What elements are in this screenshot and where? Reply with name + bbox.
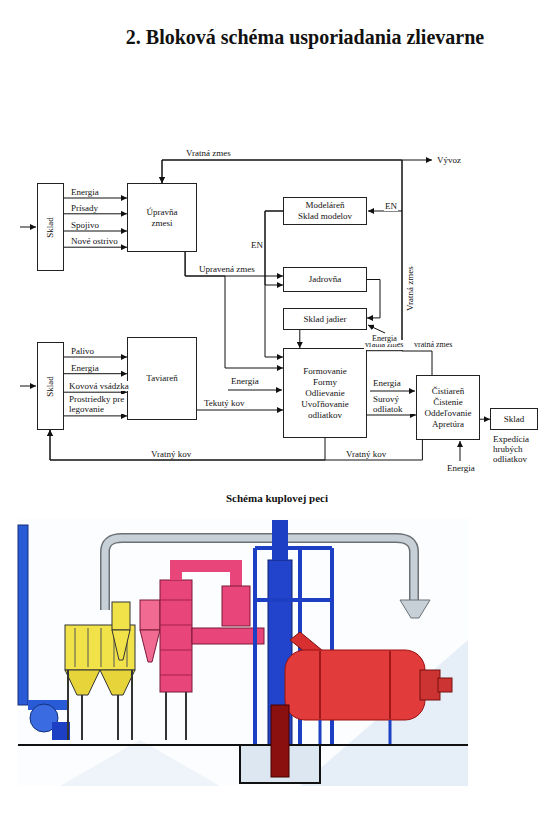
flow-arrow bbox=[64, 231, 127, 232]
node-text: Formovanie bbox=[303, 366, 347, 377]
node-text: Sklad bbox=[45, 376, 56, 397]
storage-box: Sklad bbox=[37, 342, 64, 430]
flow-arrow bbox=[367, 415, 416, 416]
flow-label: Spojivo bbox=[70, 220, 100, 230]
flow-arrow bbox=[64, 357, 127, 358]
flow-label: Prísady bbox=[70, 203, 99, 213]
flow-label: Palivo bbox=[70, 346, 95, 356]
flow-arrow bbox=[367, 280, 380, 318]
node-text: Taviareň bbox=[146, 373, 177, 384]
flow-arrow bbox=[480, 419, 490, 420]
node-text: Modeláreň bbox=[306, 200, 345, 211]
text-label: Energia bbox=[372, 378, 402, 388]
flow-arrow bbox=[265, 211, 283, 285]
flow-label: Energia bbox=[70, 187, 100, 197]
flow-label: vratná zmes bbox=[413, 340, 453, 350]
flow-arrow bbox=[64, 415, 127, 416]
flow-label: Vratný kov bbox=[150, 449, 192, 459]
node-text: Odlievanie bbox=[305, 388, 345, 399]
page-title: 2. Bloková schéma usporiadania zlievarne bbox=[40, 26, 554, 49]
flow-arrow bbox=[299, 330, 300, 348]
flow-label: Nové ostrivo bbox=[70, 236, 119, 246]
storage-box: Sklad bbox=[37, 183, 64, 271]
flow-arrow bbox=[64, 247, 127, 248]
node-text: Oddeľovanie bbox=[424, 408, 471, 419]
node-text: Sklad bbox=[504, 414, 525, 425]
flow-label: Prostriedky pre legovanie bbox=[68, 394, 126, 414]
text-label: Vratná zmes bbox=[185, 148, 232, 158]
node-text: Sklad jadier bbox=[303, 314, 346, 325]
flow-label: Vratný kov bbox=[345, 449, 387, 459]
text-label: Energia bbox=[446, 463, 476, 473]
process-box: Sklad jadier bbox=[283, 308, 367, 330]
flow-label: Tekutý kov bbox=[203, 398, 246, 408]
flow-label: EN bbox=[250, 240, 264, 250]
process-box: Úpravňa zmesi bbox=[127, 183, 197, 252]
text-label: Vývoz bbox=[436, 155, 462, 165]
figure-heading: Schéma kuplovej peci bbox=[0, 492, 554, 505]
flow-arrow bbox=[185, 252, 283, 276]
flow-arrow bbox=[162, 160, 402, 351]
text-label: Expedícia hrubých odliatkov bbox=[492, 434, 548, 464]
flow-arrow bbox=[64, 213, 127, 214]
flow-label: Upravená zmes bbox=[198, 264, 256, 274]
text-label: Vratná zmes bbox=[405, 265, 415, 312]
text-label: Energia bbox=[371, 334, 398, 344]
node-text: Úpravňa zmesi bbox=[140, 207, 184, 229]
flow-label: Kovová vsádzka bbox=[68, 381, 130, 391]
cupola-plant bbox=[18, 518, 468, 786]
node-text: Sklad bbox=[45, 217, 56, 238]
flow-arrow bbox=[64, 198, 127, 199]
node-text: Čistiareň bbox=[432, 386, 465, 397]
process-box: Taviareň bbox=[127, 337, 197, 420]
node-text: Jadrovňa bbox=[309, 274, 342, 285]
process-box: FormovanieFormyOdlievanieUvoľňovanie odl… bbox=[283, 348, 367, 438]
text-label: Energia bbox=[230, 376, 260, 386]
flow-arrow bbox=[64, 373, 127, 374]
flow-arrow bbox=[197, 410, 283, 411]
flow-arrow bbox=[265, 211, 283, 357]
text-label: EN bbox=[384, 201, 398, 211]
node-text: Uvoľňovanie odliatkov bbox=[286, 399, 364, 421]
node-text: Apretúra bbox=[432, 419, 464, 430]
flow-label: Energia bbox=[70, 363, 100, 373]
flow-arrow bbox=[185, 252, 283, 368]
process-box: Sklad bbox=[490, 408, 538, 430]
process-box: ČistiareňČistenieOddeľovanieApretúra bbox=[416, 375, 480, 440]
node-text: Sklad modelov bbox=[298, 211, 352, 222]
node-text: Formy bbox=[313, 377, 337, 388]
input-arrows bbox=[20, 160, 460, 461]
flow-arrow bbox=[162, 160, 432, 375]
process-box: Jadrovňa bbox=[283, 267, 367, 292]
process-box: ModeláreňSklad modelov bbox=[283, 197, 367, 225]
flow-arrow bbox=[64, 392, 127, 393]
flow-label: Surový odliatok bbox=[372, 394, 416, 414]
node-text: Čistenie bbox=[433, 397, 463, 408]
